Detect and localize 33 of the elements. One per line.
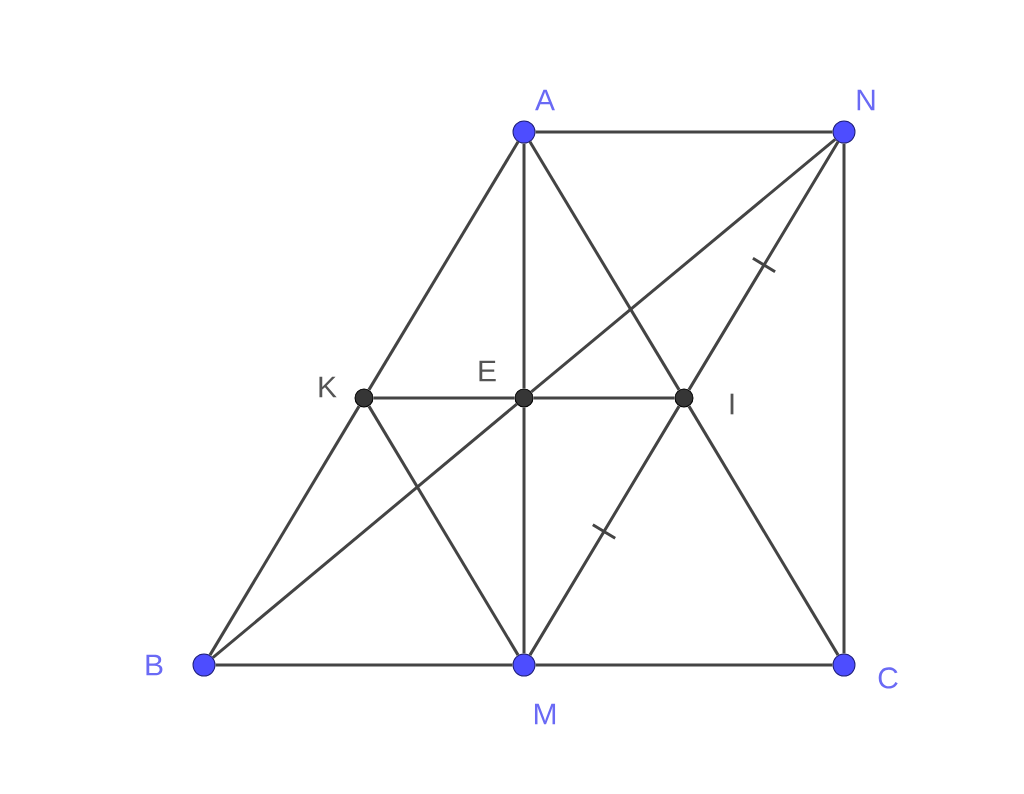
segment: [530, 138, 837, 394]
segment: [842, 143, 846, 654]
segment: [215, 663, 513, 667]
segment: [522, 143, 526, 389]
point: [674, 388, 694, 408]
segment: [373, 396, 515, 400]
point-label: A: [535, 89, 555, 111]
segment: [535, 663, 833, 667]
point: [514, 388, 534, 408]
segment: [367, 405, 520, 656]
point-label: N: [857, 89, 875, 111]
point: [354, 388, 374, 408]
point-label: M: [535, 703, 556, 725]
segment: [211, 402, 518, 659]
segment: [533, 396, 675, 400]
segment: [522, 407, 526, 654]
point: [512, 120, 536, 144]
point-label: B: [146, 654, 163, 676]
point-label: C: [878, 667, 898, 689]
segment: [528, 404, 681, 657]
point-label: K: [319, 376, 337, 398]
point: [832, 120, 856, 144]
segment: [687, 140, 840, 392]
segment: [208, 405, 361, 656]
point: [832, 653, 856, 677]
segment: [687, 405, 840, 656]
point: [512, 653, 536, 677]
segment: [528, 141, 681, 391]
point: [192, 653, 216, 677]
segment: [535, 130, 833, 134]
point-label: I: [730, 393, 734, 415]
segment: [367, 141, 520, 391]
point-label: E: [479, 360, 496, 382]
